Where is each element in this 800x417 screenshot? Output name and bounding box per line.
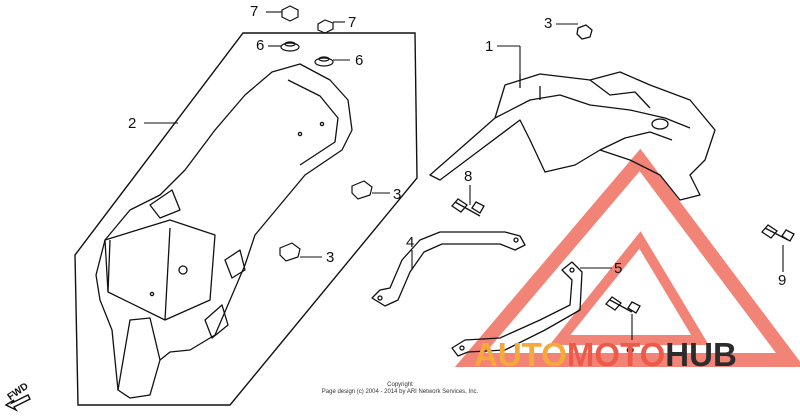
callout-3-frame: 3	[544, 15, 553, 32]
watermark-hub: HUB	[665, 336, 737, 373]
fwd-arrow	[4, 394, 31, 412]
callout-5: 5	[614, 260, 623, 277]
callout-2: 2	[128, 115, 137, 132]
callout-4: 4	[406, 234, 415, 251]
stay-part	[371, 231, 526, 307]
fender-fasteners	[279, 5, 373, 262]
copyright-line-1: Copyright	[387, 382, 413, 388]
bracket-part	[451, 261, 583, 357]
bolts	[451, 198, 795, 314]
leader-lines	[144, 11, 784, 340]
rear-subframe-part	[429, 24, 716, 201]
callout-1: 1	[485, 38, 494, 55]
callout-8-lower: 8	[626, 340, 635, 357]
callout-7-left: 7	[250, 3, 259, 20]
callout-3-fender-upper: 3	[393, 186, 402, 203]
watermark-text: AUTOMOTOHUB	[474, 335, 737, 375]
watermark-logo	[454, 148, 800, 367]
copyright-line-2: Page design (c) 2004 - 2014 by ARI Netwo…	[321, 389, 479, 395]
copyright-notice: Copyright Page design (c) 2004 - 2014 by…	[300, 382, 500, 396]
callout-6-right: 6	[355, 52, 364, 69]
callout-8-upper: 8	[464, 168, 473, 185]
watermark-auto: AUTO	[474, 336, 567, 373]
watermark-moto: MOTO	[566, 336, 666, 373]
callout-3-fender-lower: 3	[326, 249, 335, 266]
callout-9: 9	[778, 272, 787, 289]
callout-6-left: 6	[256, 37, 265, 54]
callout-7-right: 7	[348, 14, 357, 31]
parts-group-outline	[74, 32, 418, 406]
rear-fender-part	[95, 63, 353, 399]
